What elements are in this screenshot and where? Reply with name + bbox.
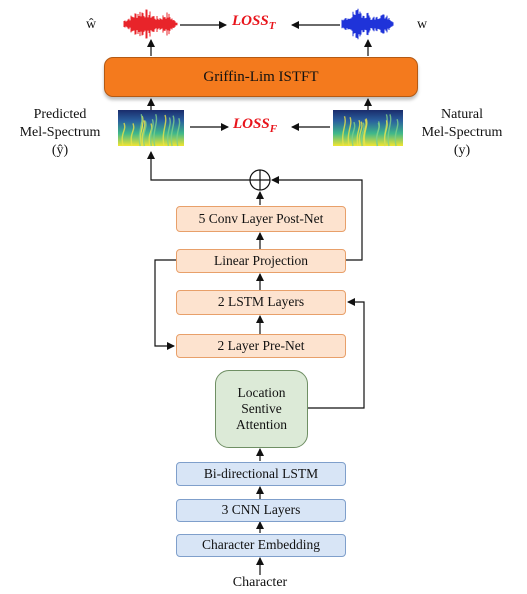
natural-title: Natural <box>441 107 483 122</box>
loss-f-label: LOSSF <box>233 116 278 135</box>
predicted-title: Predicted <box>33 107 87 122</box>
predicted-spectrogram-icon <box>118 110 184 147</box>
loss-t-label: LOSST <box>232 13 276 32</box>
bilstm-block: Bi-directional LSTM <box>176 462 346 486</box>
natural-spectrogram-icon <box>333 110 403 147</box>
predicted-waveform-icon <box>123 9 178 39</box>
predicted-label: Predicted Mel-Spectrum (ŷ) <box>10 106 110 161</box>
predicted-wave-label: ŵ <box>86 17 97 32</box>
input-label: Character <box>232 575 288 590</box>
attention-line-3: Attention <box>236 417 287 433</box>
arrow-attention-to-lstm <box>308 298 365 409</box>
predicted-mel: Mel-Spectrum <box>19 125 101 141</box>
natural-wave-label: w <box>417 17 428 32</box>
prenet-block: 2 Layer Pre-Net <box>176 334 346 358</box>
arrow-feedback-to-prenet <box>154 259 176 350</box>
cnn-block: 3 CNN Layers <box>176 499 346 522</box>
linear-projection-block: Linear Projection <box>176 249 346 273</box>
predicted-symbol: (ŷ) <box>51 143 69 159</box>
natural-waveform-icon <box>341 8 394 40</box>
lstm-block: 2 LSTM Layers <box>176 290 346 315</box>
embedding-block: Character Embedding <box>176 534 346 557</box>
natural-label: Natural Mel-Spectrum (y) <box>412 106 512 161</box>
arrow-sum-to-predicted <box>147 151 250 181</box>
attention-block: Location Sentive Attention <box>215 370 308 448</box>
arrow-linear-to-sum <box>271 176 363 261</box>
griffin-lim-block: Griffin-Lim ISTFT <box>104 57 418 97</box>
attention-line-2: Sentive <box>241 400 282 416</box>
natural-symbol: (y) <box>453 143 471 159</box>
natural-mel: Mel-Spectrum <box>421 125 503 141</box>
postnet-block: 5 Conv Layer Post-Net <box>176 206 346 232</box>
attention-line-1: Location <box>237 384 286 400</box>
